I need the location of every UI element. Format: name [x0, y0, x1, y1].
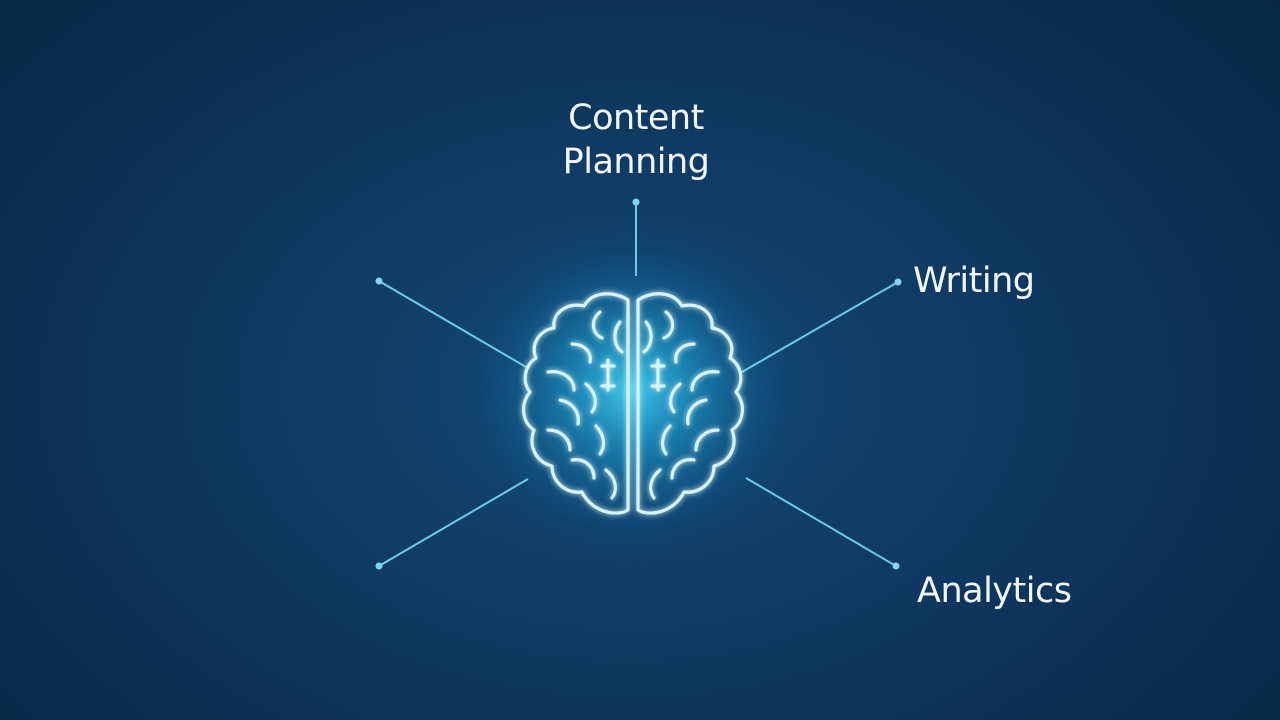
- node-content-planning-line2: Planning: [562, 142, 710, 182]
- node-analytics: Analytics: [917, 571, 1072, 611]
- connectors: [378, 202, 899, 567]
- dot-left-top: [375, 277, 383, 285]
- connector-right-top: [741, 281, 899, 373]
- dot-right-bottom: [892, 562, 900, 570]
- connector-left-bottom: [378, 478, 529, 567]
- connector-left-top: [378, 280, 527, 368]
- dot-top: [632, 198, 640, 206]
- connector-right-bottom: [745, 477, 897, 567]
- brain-glow: [447, 215, 817, 565]
- dot-right-top: [894, 278, 902, 286]
- node-content-planning-line1: Content: [568, 98, 704, 138]
- dot-left-bottom: [375, 562, 383, 570]
- brain-icon: [522, 292, 744, 515]
- node-writing: Writing: [913, 261, 1035, 301]
- node-content-planning: Content Planning: [536, 96, 736, 184]
- connector-dots: [375, 198, 902, 570]
